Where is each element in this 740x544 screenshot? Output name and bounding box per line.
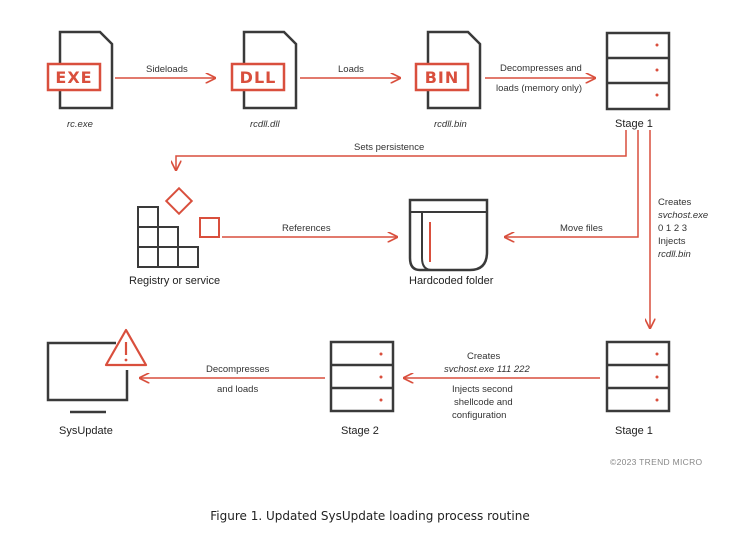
label-shellcode: shellcode and: [454, 397, 513, 408]
label-decompresses-2a: Decompresses: [206, 364, 270, 375]
dll-caption: rcdll.dll: [250, 119, 280, 130]
exe-badge: EXE: [55, 68, 92, 87]
label-configuration: configuration: [452, 410, 507, 421]
arrow-sets-persistence: [176, 130, 627, 170]
label-references: References: [282, 223, 331, 234]
exe-file-icon: EXE: [46, 30, 114, 110]
label-injects-second: Injects second: [452, 384, 513, 395]
sysupdate-monitor-icon: [46, 341, 129, 414]
figure-caption: Figure 1. Updated SysUpdate loading proc…: [210, 509, 530, 523]
stage2-server-icon: [329, 340, 395, 413]
dll-file-icon: DLL: [230, 30, 298, 110]
label-creates-svchost: svchost.exe: [658, 210, 709, 221]
copyright: ©2023 TREND MICRO: [610, 457, 703, 467]
bin-badge: BIN: [425, 68, 460, 87]
label-sets-persistence: Sets persistence: [354, 142, 425, 153]
bin-caption: rcdll.bin: [434, 119, 467, 130]
dll-badge: DLL: [240, 68, 277, 87]
label-creates-1: Creates: [658, 197, 692, 208]
label-decompresses-2: loads (memory only): [496, 83, 583, 94]
label-loads: Loads: [338, 64, 364, 75]
stage2-label: Stage 2: [341, 425, 379, 437]
registry-label: Registry or service: [129, 275, 221, 287]
stage1-bottom-label: Stage 1: [615, 425, 653, 437]
stage1-top-label: Stage 1: [615, 118, 653, 130]
exe-caption: rc.exe: [67, 119, 93, 130]
sysupdate-label: SysUpdate: [59, 425, 113, 437]
label-injects: Injects: [658, 236, 686, 247]
folder-label: Hardcoded folder: [409, 275, 494, 287]
label-move-files: Move files: [560, 223, 603, 234]
label-injects-rcdll: rcdll.bin: [658, 249, 691, 260]
label-creates-2: Creates: [467, 351, 501, 362]
stage1-top-server-icon: [605, 31, 671, 111]
stage1-bottom-server-icon: [605, 340, 671, 413]
label-sideloads: Sideloads: [146, 64, 188, 75]
label-decompresses-1: Decompresses and: [500, 63, 582, 74]
registry-icon: [137, 186, 220, 268]
label-creates-2-svchost: svchost.exe 111 222: [444, 364, 530, 375]
hardcoded-folder-icon: [408, 198, 489, 272]
bin-file-icon: BIN: [414, 30, 482, 110]
label-creates-numbers: 0 1 2 3: [658, 223, 688, 234]
label-decompresses-2b: and loads: [217, 384, 259, 395]
warning-icon: [104, 328, 148, 367]
arrow-move-files: [505, 130, 639, 237]
